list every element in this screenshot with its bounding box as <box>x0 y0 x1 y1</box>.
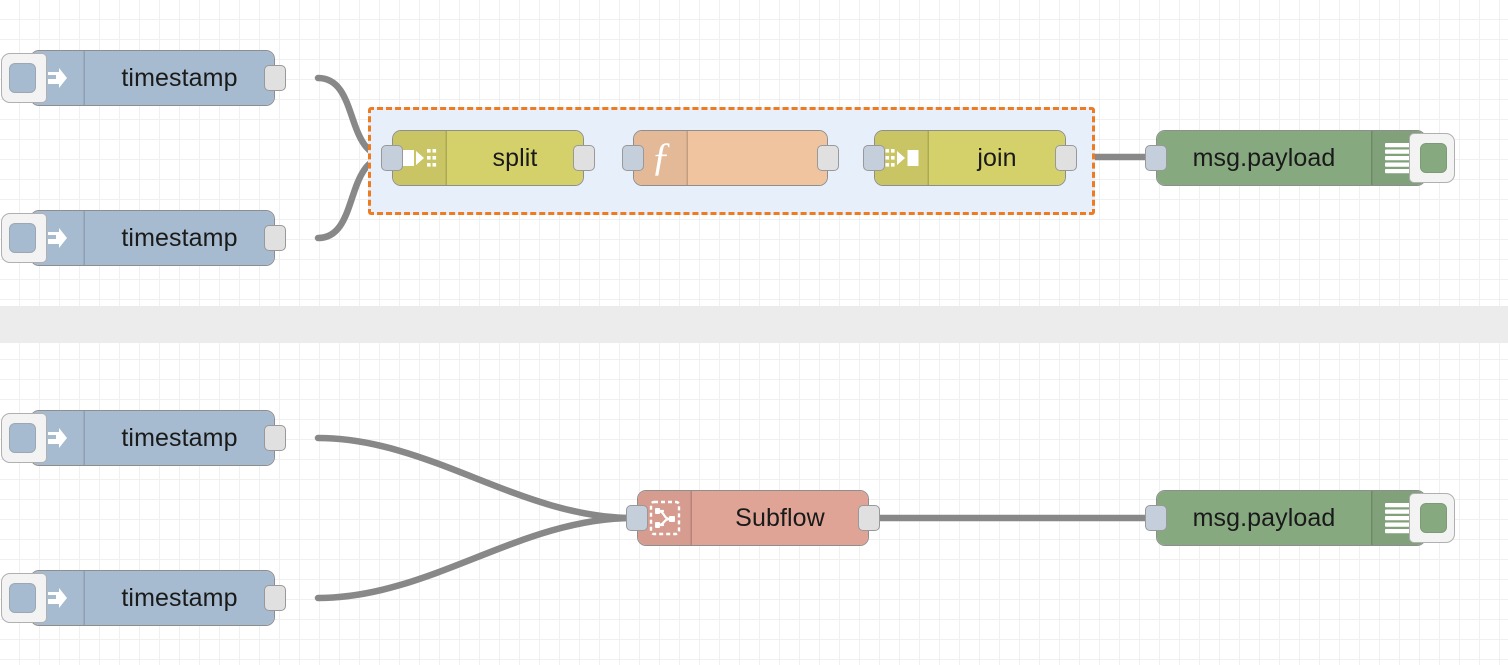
inject-node-body: timestamp <box>31 51 274 105</box>
output-port[interactable] <box>573 145 595 171</box>
inject-arrow-icon <box>31 411 85 465</box>
inject-node-label: timestamp <box>121 63 238 92</box>
inject-node-label: timestamp <box>121 583 238 612</box>
function-node[interactable]: ƒ <box>622 130 839 186</box>
subflow-node-label: Subflow <box>735 503 825 532</box>
debug-toggle-button[interactable] <box>1409 133 1455 183</box>
inject-node-body: timestamp <box>31 411 274 465</box>
inject-node[interactable]: timestamp <box>1 210 286 266</box>
inject-node[interactable]: timestamp <box>1 50 286 106</box>
output-port[interactable] <box>264 65 286 91</box>
wire-inject3-subflow <box>314 434 637 522</box>
inject-arrow-icon <box>31 51 85 105</box>
inject-button-swatch <box>9 583 36 613</box>
join-node[interactable]: join <box>863 130 1077 186</box>
output-port[interactable] <box>1055 145 1077 171</box>
inject-trigger-button[interactable] <box>1 573 47 623</box>
inject-node[interactable]: timestamp <box>1 410 286 466</box>
output-port[interactable] <box>264 585 286 611</box>
inject-button-swatch <box>9 63 36 93</box>
input-port[interactable] <box>626 505 648 531</box>
debug-node[interactable]: msg.payload <box>1145 130 1455 186</box>
inject-node-body: timestamp <box>31 571 274 625</box>
debug-node-label: msg.payload <box>1192 143 1336 172</box>
input-port[interactable] <box>381 145 403 171</box>
inject-arrow-icon <box>31 211 85 265</box>
output-port[interactable] <box>858 505 880 531</box>
inject-button-swatch <box>9 223 36 253</box>
debug-node-body: msg.payload <box>1157 491 1425 545</box>
join-node-body: join <box>875 131 1065 185</box>
inject-arrow-icon <box>31 571 85 625</box>
inject-node-label: timestamp <box>121 423 238 452</box>
split-node-label: split <box>492 143 538 172</box>
debug-button-swatch <box>1420 143 1447 173</box>
inject-node-label: timestamp <box>121 223 238 252</box>
split-node-body: split <box>393 131 583 185</box>
debug-toggle-button[interactable] <box>1409 493 1455 543</box>
split-node[interactable]: split <box>381 130 595 186</box>
inject-node[interactable]: timestamp <box>1 570 286 626</box>
inject-trigger-button[interactable] <box>1 53 47 103</box>
inject-button-swatch <box>9 423 36 453</box>
input-port[interactable] <box>863 145 885 171</box>
debug-button-swatch <box>1420 503 1447 533</box>
function-node-body: ƒ <box>634 131 827 185</box>
output-port[interactable] <box>264 225 286 251</box>
input-port[interactable] <box>1145 145 1167 171</box>
wire-inject4-subflow <box>314 514 637 602</box>
input-port[interactable] <box>1145 505 1167 531</box>
inject-node-body: timestamp <box>31 211 274 265</box>
debug-node-label: msg.payload <box>1192 503 1336 532</box>
debug-node[interactable]: msg.payload <box>1145 490 1455 546</box>
subflow-node-body: Subflow <box>638 491 868 545</box>
subflow-node[interactable]: Subflow <box>626 490 880 546</box>
input-port[interactable] <box>622 145 644 171</box>
inject-trigger-button[interactable] <box>1 413 47 463</box>
output-port[interactable] <box>817 145 839 171</box>
join-node-label: join <box>977 143 1017 172</box>
svg-text:ƒ: ƒ <box>651 137 671 179</box>
inject-trigger-button[interactable] <box>1 213 47 263</box>
function-f-icon: ƒ <box>634 131 688 185</box>
output-port[interactable] <box>264 425 286 451</box>
flow-separator <box>0 306 1508 343</box>
debug-node-body: msg.payload <box>1157 131 1425 185</box>
